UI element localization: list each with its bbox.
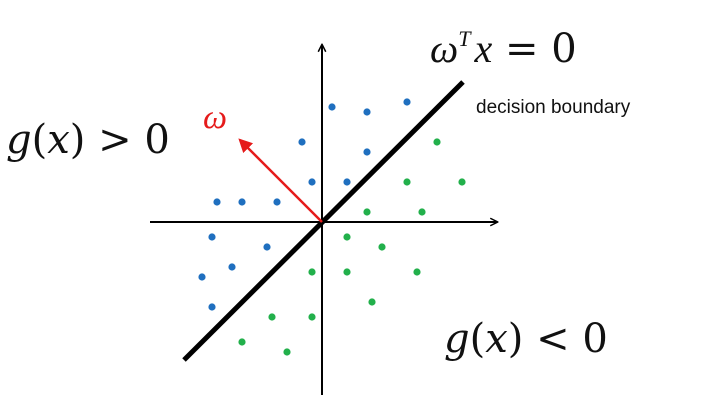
positive-class-point xyxy=(208,303,216,311)
negative-class-point xyxy=(458,178,466,186)
positive-open-paren: ( xyxy=(32,117,48,163)
negative-class-point xyxy=(283,348,291,356)
decision-boundary-label: decision boundary xyxy=(476,97,631,118)
positive-class-point xyxy=(363,148,371,156)
positive-comparison: > 0 xyxy=(85,117,169,163)
negative-g: g xyxy=(444,316,470,362)
positive-class-point xyxy=(363,108,371,116)
negative-class-point xyxy=(308,268,316,276)
negative-class-point xyxy=(433,138,441,146)
positive-class-point xyxy=(208,233,216,241)
negative-class-point xyxy=(343,268,351,276)
positive-class-point xyxy=(298,138,306,146)
positive-class-point xyxy=(328,103,336,111)
positive-class-point xyxy=(228,263,236,271)
positive-x: x xyxy=(47,117,70,163)
positive-region-label: g(x) > 0 xyxy=(6,117,170,163)
equation-equals-zero: = 0 xyxy=(492,26,576,72)
negative-x: x xyxy=(485,316,508,362)
positive-class-point xyxy=(403,98,411,106)
equation-x: x xyxy=(474,26,493,71)
positive-class-points xyxy=(198,98,411,311)
negative-class-point xyxy=(238,338,246,346)
negative-class-points xyxy=(238,138,466,356)
negative-class-point xyxy=(403,178,411,186)
positive-class-point xyxy=(198,273,206,281)
negative-class-point xyxy=(268,313,276,321)
negative-region-label: g(x) < 0 xyxy=(444,316,608,362)
positive-class-point xyxy=(308,178,316,186)
positive-close-paren: ) xyxy=(70,117,86,163)
negative-class-point xyxy=(378,243,386,251)
weight-vector-label: ω xyxy=(203,99,227,136)
positive-class-point xyxy=(213,198,221,206)
negative-open-paren: ( xyxy=(470,316,486,362)
positive-class-point xyxy=(273,198,281,206)
positive-class-point xyxy=(343,178,351,186)
negative-class-point xyxy=(308,313,316,321)
negative-close-paren: ) xyxy=(508,316,524,362)
negative-class-point xyxy=(363,208,371,216)
negative-comparison: < 0 xyxy=(523,316,607,362)
positive-class-point xyxy=(263,243,271,251)
positive-class-point xyxy=(238,198,246,206)
equation-superscript: T xyxy=(458,26,472,51)
decision-boundary-line xyxy=(182,80,465,362)
weight-vector-arrow xyxy=(238,138,323,223)
negative-class-point xyxy=(368,298,376,306)
negative-class-point xyxy=(343,233,351,241)
equation-omega: ω xyxy=(430,26,458,71)
positive-g: g xyxy=(6,117,32,163)
negative-class-point xyxy=(413,268,421,276)
negative-class-point xyxy=(418,208,426,216)
